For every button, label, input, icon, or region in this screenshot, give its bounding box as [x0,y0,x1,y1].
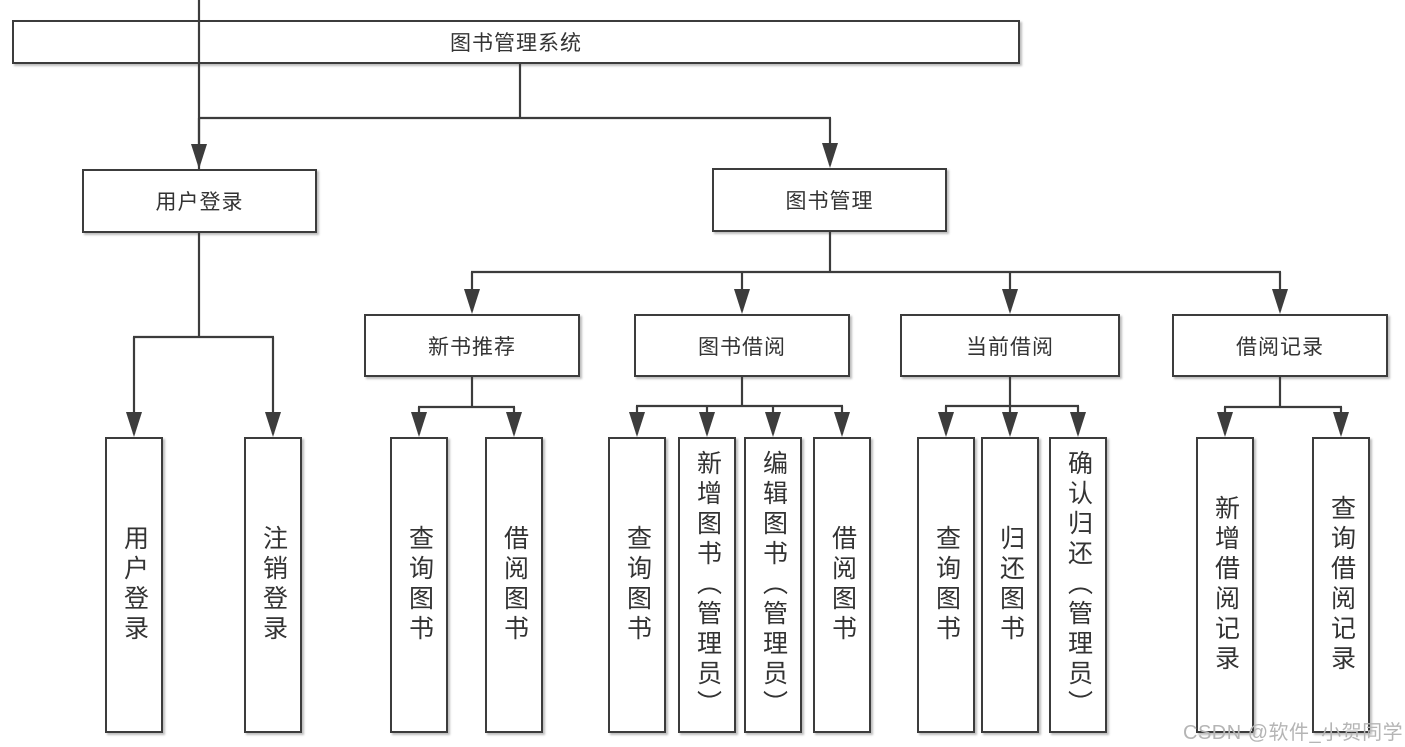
leaf-bb-add-books-admin: 新增图书（管理员） [678,437,736,733]
node-book-management: 图书管理 [712,168,947,232]
node-label: 注销登录 [259,525,288,645]
node-label: 图书管理系统 [450,32,582,55]
connector-borrowrecords-to-leaves [1217,377,1349,437]
connector-userlogin-to-leaves [126,233,281,437]
node-label: 查询借阅记录 [1327,495,1356,675]
node-label: 新书推荐 [428,335,516,359]
node-label: 新增借阅记录 [1211,495,1240,675]
node-label: 确认归还（管理员） [1064,450,1093,720]
node-label: 借阅记录 [1236,335,1324,359]
leaf-cb-confirm-return-admin: 确认归还（管理员） [1049,437,1107,733]
node-borrow-records: 借阅记录 [1172,314,1388,377]
leaf-logout: 注销登录 [244,437,302,733]
csdn-watermark: CSDN @软件_小贺同学 [1183,722,1404,744]
node-label: 查询图书 [932,525,961,645]
node-label: 编辑图书（管理员） [759,450,788,720]
node-label: 图书管理 [785,190,874,213]
node-label: 查询图书 [405,525,434,645]
node-new-book-recommend: 新书推荐 [364,314,580,377]
leaf-br-query-record: 查询借阅记录 [1312,437,1370,733]
node-label: 查询图书 [623,525,652,645]
connector-bookmgmt-to-sections [464,232,1288,314]
leaf-cb-return-books: 归还图书 [981,437,1039,733]
node-label: 借阅图书 [828,525,857,645]
connector-newbook-to-leaves [411,377,522,437]
node-label: 图书借阅 [698,335,786,359]
node-label: 归还图书 [996,525,1025,645]
leaf-bb-query-books: 查询图书 [608,437,666,733]
node-label: 借阅图书 [500,525,529,645]
connector-bookborrow-to-leaves [629,377,850,437]
leaf-nbr-borrow-books: 借阅图书 [485,437,543,733]
connector-currentborrow-to-leaves [938,377,1086,437]
node-label: 用户登录 [155,191,244,214]
node-book-borrow: 图书借阅 [634,314,850,377]
node-label: 用户登录 [120,525,149,645]
leaf-cb-query-books: 查询图书 [917,437,975,733]
leaf-nbr-query-books: 查询图书 [390,437,448,733]
leaf-user-login: 用户登录 [105,437,163,733]
node-user-login: 用户登录 [82,169,317,233]
leaf-bb-edit-books-admin: 编辑图书（管理员） [744,437,802,733]
node-system-root: 图书管理系统 [12,20,1020,64]
leaf-br-add-record: 新增借阅记录 [1196,437,1254,733]
node-current-borrow: 当前借阅 [900,314,1120,377]
node-label: 新增图书（管理员） [693,450,722,720]
leaf-bb-borrow-books: 借阅图书 [813,437,871,733]
node-label: 当前借阅 [966,335,1054,359]
